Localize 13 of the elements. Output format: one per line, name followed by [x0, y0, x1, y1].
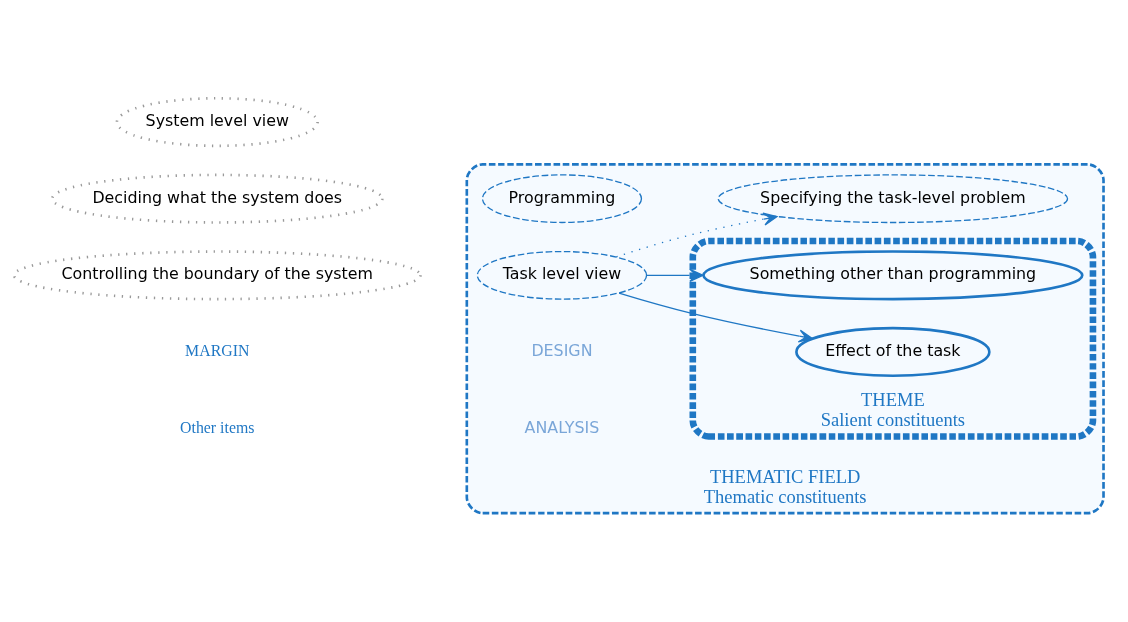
arrow: [618, 292, 813, 343]
node-ellipse: Deciding what the system does: [50, 173, 384, 224]
arrow: [615, 212, 778, 258]
label: Other items: [180, 418, 255, 436]
node-ellipse: System level view: [115, 96, 319, 148]
label: DESIGN: [531, 341, 593, 361]
label: MARGIN: [185, 342, 250, 360]
node-ellipse: Task level view: [476, 250, 648, 300]
node-ellipse: Programming: [481, 174, 643, 224]
node-ellipse: Controlling the boundary of the system: [12, 250, 422, 301]
arrow: [646, 268, 704, 282]
node-ellipse: Something other than programming: [702, 250, 1084, 301]
label: ANALYSIS: [524, 417, 600, 437]
